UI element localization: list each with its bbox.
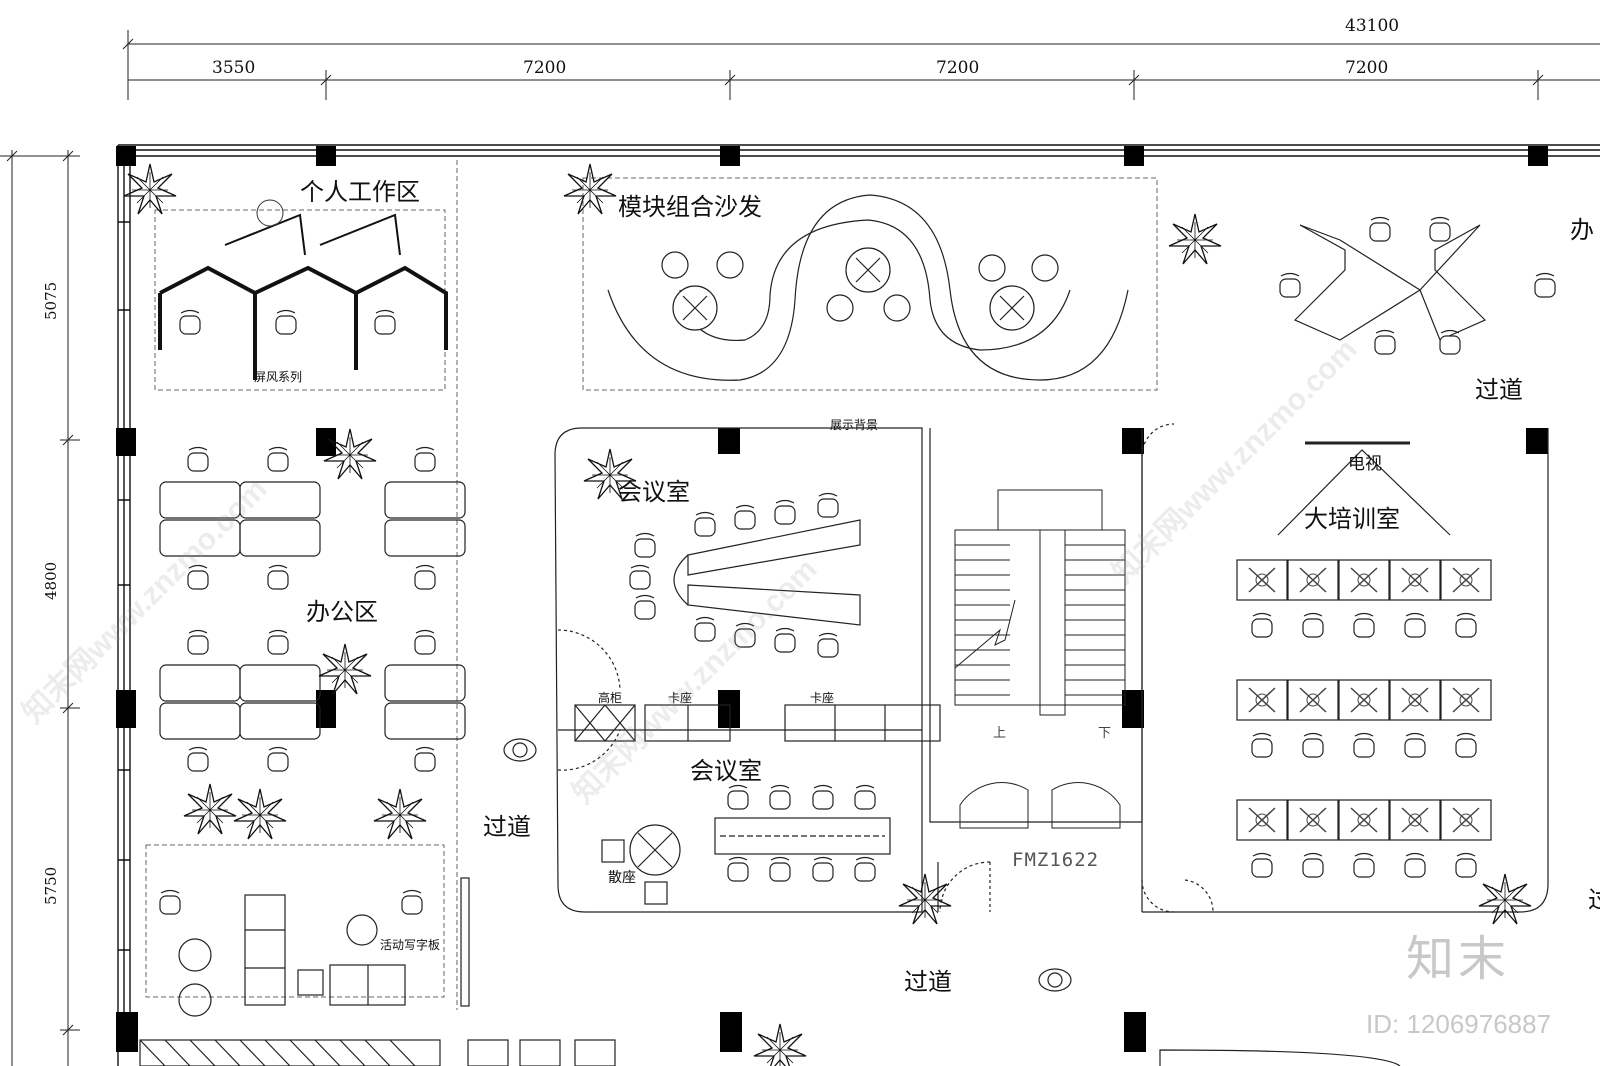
label-display-background: 展示背景 <box>830 418 879 432</box>
label-movable-whiteboard: 活动写字板 <box>380 938 441 952</box>
bottom-elements <box>139 1039 1401 1066</box>
watermark-brand: 知末 <box>1406 931 1511 987</box>
hex-workstation <box>1279 216 1556 355</box>
dim-left-2: 4800 <box>42 561 60 600</box>
label-personal-workspace: 个人工作区 <box>300 178 420 206</box>
label-meeting-room-2: 会议室 <box>690 757 762 785</box>
label-modular-sofa: 模块组合沙发 <box>618 193 762 221</box>
dashed-zones <box>145 160 1158 1010</box>
dimension-lines <box>0 30 1600 1066</box>
dim-total: 43100 <box>1345 16 1400 36</box>
label-scattered-seating: 散座 <box>608 870 636 886</box>
outer-walls <box>117 144 1600 1066</box>
lounge-furniture <box>159 877 470 1017</box>
label-fire-door: FMZ1622 <box>1012 849 1100 871</box>
dim-top-2: 7200 <box>523 58 567 78</box>
screen-workstations <box>158 199 448 380</box>
dim-top-1: 3550 <box>212 58 256 78</box>
label-screen-series: 屏风系列 <box>254 370 303 384</box>
watermark-image-id: ID: 1206976887 <box>1366 1009 1552 1039</box>
label-booth-seat-1: 卡座 <box>668 691 693 705</box>
label-tv: 电视 <box>1348 454 1382 474</box>
people-figures <box>503 738 1072 992</box>
meeting-room-1-furniture <box>629 492 861 658</box>
stairs <box>954 489 1126 829</box>
structural-pillars <box>116 146 1548 1052</box>
label-corridor-top-right: 过道 <box>1475 376 1523 404</box>
meeting-room-2-furniture <box>601 784 891 905</box>
office-desks <box>159 446 466 772</box>
label-office-area: 办公区 <box>306 598 378 626</box>
label-large-training-room: 大培训室 <box>1304 505 1400 533</box>
label-booth-seat-2: 卡座 <box>810 691 835 705</box>
label-stair-down: 下 <box>1098 726 1112 741</box>
label-high-cabinet: 高柜 <box>598 691 623 705</box>
label-right-edge-cut: 过 <box>1588 888 1600 912</box>
modular-sofa <box>607 194 1129 381</box>
dim-left-1: 5075 <box>42 281 60 320</box>
label-stair-up: 上 <box>993 726 1007 741</box>
dim-top-3: 7200 <box>936 58 980 78</box>
label-corridor-bottom: 过道 <box>904 968 952 996</box>
label-office-right: 办 <box>1570 216 1594 244</box>
booth-cabinet-row <box>574 704 941 742</box>
training-desks <box>1236 441 1492 878</box>
label-corridor-left: 过道 <box>483 813 531 841</box>
label-meeting-room-1: 会议室 <box>618 478 690 506</box>
interior-walls <box>554 423 1549 913</box>
dim-top-4: 7200 <box>1345 58 1389 78</box>
dim-left-3: 5750 <box>42 866 60 905</box>
